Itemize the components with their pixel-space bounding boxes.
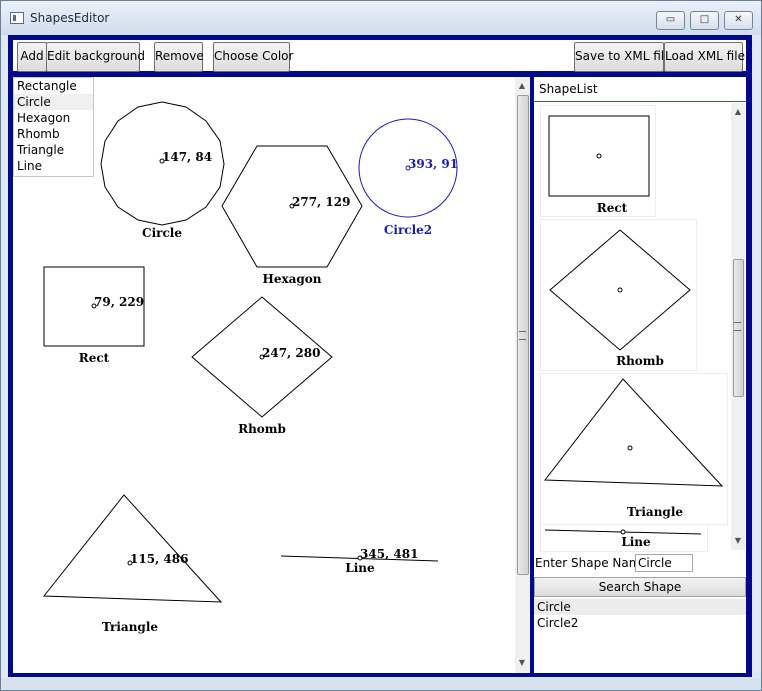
- shape-list-scroll-thumb[interactable]: [733, 259, 744, 397]
- circle2-name-label: Circle2: [384, 223, 432, 237]
- rhomb-coord-label: 247, 280: [262, 346, 320, 360]
- circle-coord-label: 147, 84: [162, 150, 212, 164]
- edit-background-button[interactable]: Edit background: [46, 42, 145, 72]
- canvas-scroll-down-icon[interactable]: ▼: [518, 658, 526, 667]
- shape-name-search-input[interactable]: [635, 554, 693, 572]
- shape-menu-item-circle[interactable]: Circle: [14, 94, 93, 110]
- save-xml-button[interactable]: Save to XML file: [574, 42, 671, 72]
- triangle-name-label: Triangle: [102, 620, 158, 634]
- drawing-canvas[interactable]: 147, 84 Circle 277, 129 Hexagon 393, 91 …: [13, 77, 530, 673]
- canvas-scroll-up-icon[interactable]: ▲: [518, 81, 526, 90]
- load-xml-button[interactable]: Load XML file: [664, 42, 745, 72]
- choose-color-button[interactable]: Choose Color: [213, 42, 293, 72]
- circle2-anchor: [405, 165, 411, 171]
- rhomb-name-label: Rhomb: [238, 422, 286, 436]
- shape-card-line-preview: Line: [544, 529, 702, 549]
- minimize-button[interactable]: ▭: [656, 11, 685, 30]
- window-title: ShapesEditor: [30, 11, 110, 25]
- search-label: Enter Shape Name:: [535, 556, 652, 570]
- shape-menu-item-hexagon[interactable]: Hexagon: [17, 111, 71, 125]
- line-coord-label: 345, 481: [360, 547, 418, 561]
- line-anchor: [357, 555, 363, 561]
- shape-menu-item-rhomb[interactable]: Rhomb: [17, 127, 60, 141]
- circle2-coord-label: 393, 91: [408, 157, 458, 171]
- rhomb-anchor: [259, 354, 265, 360]
- rect-shape[interactable]: [43, 266, 145, 347]
- remove-button[interactable]: Remove: [154, 42, 204, 72]
- shape-card-rhomb-preview: Rhomb: [549, 229, 691, 368]
- triangle-shape[interactable]: [42, 494, 223, 603]
- rect-name-label: Rect: [79, 351, 110, 365]
- shape-card-triangle[interactable]: Triangle: [540, 373, 728, 525]
- canvas-scroll-grip-icon: [519, 331, 526, 340]
- hexagon-coord-label: 277, 129: [292, 195, 350, 209]
- search-shape-button[interactable]: Search Shape: [534, 577, 746, 597]
- circle-name-label: Circle: [142, 226, 182, 240]
- shape-card-line[interactable]: Line: [540, 524, 708, 552]
- search-result-item[interactable]: Circle: [534, 599, 746, 615]
- app-window-icon: [10, 12, 24, 24]
- hexagon-shape[interactable]: [221, 145, 363, 268]
- search-result-item[interactable]: Circle2: [537, 616, 579, 630]
- shape-menu-item-triangle[interactable]: Triangle: [17, 143, 65, 157]
- canvas-shapes-svg: 147, 84 Circle 277, 129 Hexagon 393, 91 …: [42, 101, 458, 634]
- line-name-label: Line: [345, 561, 375, 575]
- shape-card-rhomb[interactable]: Rhomb: [540, 219, 697, 371]
- add-button[interactable]: Add: [17, 42, 47, 72]
- rhomb-shape[interactable]: [191, 296, 333, 418]
- title-bar: ShapesEditor ▭ □ ✕: [1, 1, 761, 35]
- hexagon-anchor: [289, 203, 295, 209]
- shape-list-header: ShapeList: [534, 77, 746, 102]
- circle-anchor: [159, 158, 165, 164]
- maximize-button[interactable]: □: [690, 11, 719, 30]
- hexagon-name-label: Hexagon: [262, 272, 321, 286]
- shape-card-rect[interactable]: Rect: [540, 105, 656, 217]
- circle2-shape[interactable]: [358, 118, 458, 218]
- canvas-vertical-scrollbar[interactable]: ▲ ▼: [515, 77, 530, 673]
- taskbar-strip: [1, 678, 761, 690]
- shape-list-scroll-up-icon[interactable]: ▲: [734, 107, 742, 116]
- triangle-anchor: [127, 560, 133, 566]
- shape-card-rect-label: Rect: [597, 201, 628, 215]
- rect-coord-label: 79, 229: [94, 295, 144, 309]
- shape-list-vertical-scrollbar[interactable]: ▲ ▼: [731, 103, 745, 550]
- circle-shape[interactable]: [100, 101, 225, 226]
- close-button[interactable]: ✕: [724, 11, 753, 30]
- search-results-list[interactable]: Circle Circle2: [534, 599, 746, 673]
- canvas-scroll-thumb[interactable]: [517, 95, 529, 575]
- shape-menu-item-line[interactable]: Line: [17, 159, 43, 173]
- shape-card-triangle-preview: Triangle: [544, 378, 724, 519]
- shape-menu-item-rectangle[interactable]: Rectangle: [17, 79, 77, 93]
- search-row: Enter Shape Name:: [534, 553, 746, 575]
- shape-card-triangle-label: Triangle: [627, 505, 683, 519]
- shape-list-scroll-down-icon[interactable]: ▼: [734, 536, 742, 545]
- shape-type-menu[interactable]: Rectangle Circle Hexagon Rhomb Triangle …: [13, 77, 94, 177]
- shape-card-rhomb-label: Rhomb: [616, 354, 664, 368]
- shape-card-rect-preview: Rect: [548, 115, 650, 215]
- shape-list-scroll-grip-icon: [734, 322, 741, 331]
- rect-anchor: [91, 303, 97, 309]
- shape-card-line-label: Line: [621, 535, 651, 549]
- shape-list-title: ShapeList: [539, 82, 598, 96]
- triangle-coord-label: 115, 486: [130, 552, 188, 566]
